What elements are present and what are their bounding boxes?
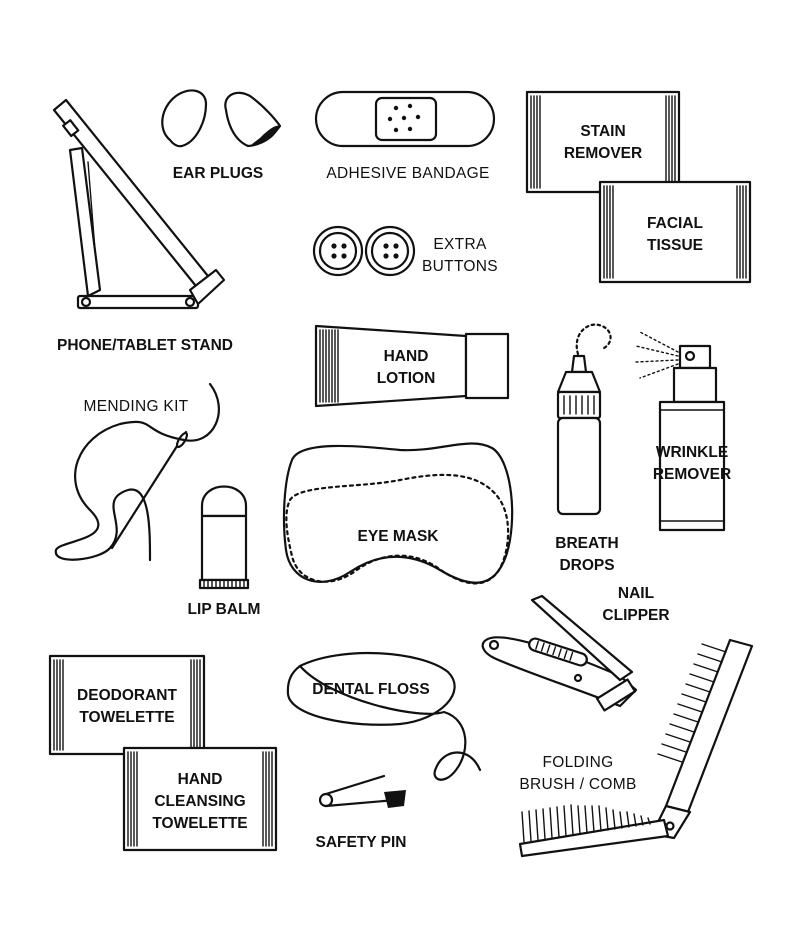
- label-hand-lotion-line-1: HAND: [384, 348, 429, 365]
- label-eye-mask: EYE MASK: [358, 528, 440, 545]
- label-hand-cleansing-towelette-line-2: CLEANSING: [154, 793, 245, 810]
- label-deodorant-towelette-line-1: DEODORANT: [77, 687, 177, 704]
- label-stain-remover-line-2: REMOVER: [564, 145, 642, 162]
- phone-tablet-stand-icon: [52, 98, 226, 310]
- wrinkle-remover-spray-icon: [635, 331, 726, 532]
- hand-cleansing-towelette-packet-icon: [122, 746, 278, 852]
- label-ear-plugs: EAR PLUGS: [173, 165, 263, 182]
- nail-clipper-icon: [481, 594, 638, 712]
- label-folding-brush-comb-line-2: BRUSH / COMB: [519, 776, 636, 793]
- label-hand-cleansing-towelette-line-1: HAND: [178, 771, 223, 788]
- adhesive-bandage-icon: [314, 90, 496, 148]
- breath-drops-bottle-icon: [556, 323, 612, 516]
- label-breath-drops-line-2: DROPS: [559, 557, 614, 574]
- label-adhesive-bandage: ADHESIVE BANDAGE: [326, 165, 489, 182]
- label-mending-kit: MENDING KIT: [84, 398, 189, 415]
- label-hand-lotion-line-2: LOTION: [377, 370, 436, 387]
- stain-remover-packet-icon: [525, 90, 681, 194]
- label-hand-cleansing-towelette-line-3: TOWELETTE: [152, 815, 247, 832]
- label-folding-brush-comb-line-1: FOLDING: [543, 754, 614, 771]
- label-facial-tissue-line-1: FACIAL: [647, 215, 703, 232]
- label-extra-buttons-line-2: BUTTONS: [422, 258, 498, 275]
- mending-kit-needle-thread-icon: [54, 382, 220, 562]
- label-phone-tablet-stand: PHONE/TABLET STAND: [57, 337, 233, 354]
- lip-balm-icon: [198, 485, 250, 590]
- label-nail-clipper-line-2: CLIPPER: [602, 607, 669, 624]
- hand-lotion-tube-icon: [314, 324, 510, 408]
- facial-tissue-packet-icon: [598, 180, 752, 284]
- label-safety-pin: SAFETY PIN: [315, 834, 406, 851]
- deodorant-towelette-packet-icon: [48, 654, 206, 756]
- label-stain-remover-line-1: STAIN: [580, 123, 625, 140]
- eye-mask-icon: [282, 442, 514, 585]
- label-lip-balm: LIP BALM: [188, 601, 261, 618]
- label-wrinkle-remover-line-2: REMOVER: [653, 466, 731, 483]
- safety-pin-icon: [318, 774, 406, 808]
- label-breath-drops-line-1: BREATH: [555, 535, 618, 552]
- label-facial-tissue-line-2: TISSUE: [647, 237, 703, 254]
- dental-floss-icon: [286, 651, 482, 781]
- label-extra-buttons-line-1: EXTRA: [433, 236, 487, 253]
- extra-buttons-icon: [312, 225, 416, 277]
- label-dental-floss: DENTAL FLOSS: [312, 681, 429, 698]
- ear-plugs-icon: [161, 89, 282, 148]
- label-wrinkle-remover-line-1: WRINKLE: [656, 444, 728, 461]
- label-nail-clipper-line-1: NAIL: [618, 585, 654, 602]
- folding-brush-comb-icon: [518, 638, 754, 858]
- label-deodorant-towelette-line-2: TOWELETTE: [79, 709, 174, 726]
